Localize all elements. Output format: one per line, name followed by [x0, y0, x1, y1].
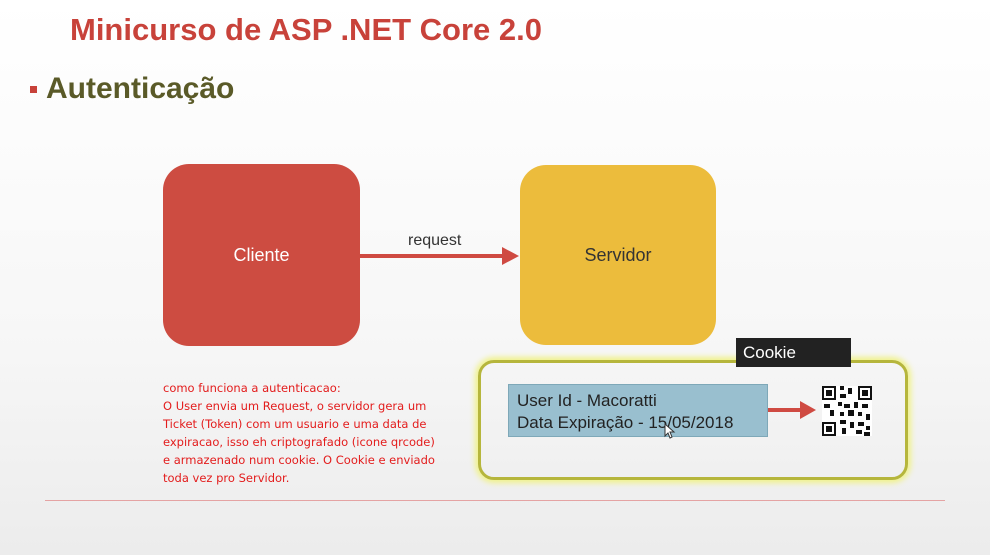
cookie-label: Cookie [736, 338, 851, 367]
request-arrow [360, 254, 503, 258]
request-arrow-head [502, 247, 519, 265]
slide-title: Minicurso de ASP .NET Core 2.0 [70, 12, 543, 47]
qrcode-icon [822, 386, 872, 436]
note-line: como funciona a autenticacao: [163, 381, 341, 395]
ticket-box: User Id - Macoratti Data Expiração - 15/… [508, 384, 768, 437]
ticket-user-id: User Id - Macoratti [517, 391, 657, 410]
note-line: Ticket (Token) com um usuario e uma data… [163, 417, 427, 431]
note-line: expiracao, isso eh criptografado (icone … [163, 435, 435, 449]
mouse-cursor-icon [664, 423, 676, 439]
note-line: toda vez pro Servidor. [163, 471, 290, 485]
note-line: e armazenado num cookie. O Cookie e envi… [163, 453, 435, 467]
section-title: Autenticação [46, 72, 235, 105]
server-box: Servidor [520, 165, 716, 345]
server-label: Servidor [584, 244, 652, 265]
encrypt-arrow [768, 408, 802, 412]
encrypt-arrow-head [800, 401, 816, 419]
client-label: Cliente [233, 244, 290, 265]
client-box: Cliente [163, 164, 360, 346]
explanation-note: como funciona a autenticacao: O User env… [163, 379, 473, 487]
request-arrow-label: request [408, 232, 462, 249]
note-line: O User envia um Request, o servidor gera… [163, 399, 427, 413]
footer-divider [45, 500, 945, 501]
cookie-frame [478, 360, 908, 480]
ticket-expiration: Data Expiração - 15/05/2018 [517, 413, 734, 432]
bullet-marker [30, 86, 37, 93]
